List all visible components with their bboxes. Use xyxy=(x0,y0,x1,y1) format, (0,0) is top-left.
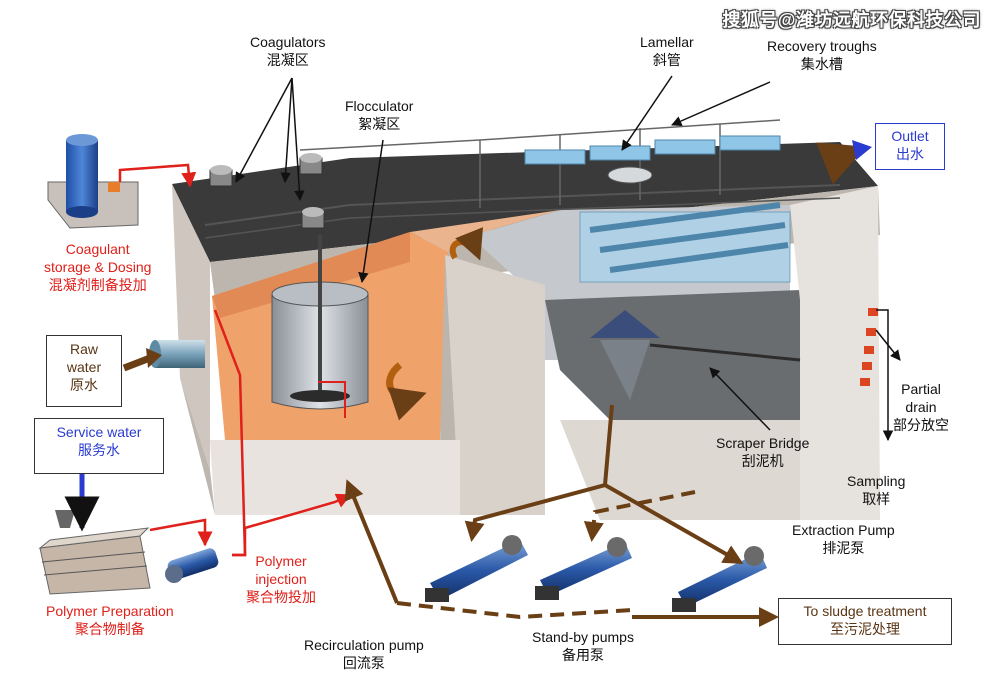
polymer-feed-line xyxy=(149,518,213,547)
label-en: Coagulators xyxy=(250,34,326,50)
leader-line xyxy=(291,77,305,202)
label-cn: 混凝剂制备投加 xyxy=(48,277,147,293)
label-en: Flocculator xyxy=(345,98,414,114)
partial-drain-label: Partial drain 部分放空 xyxy=(893,380,949,434)
label-cn: 混凝区 xyxy=(266,52,309,68)
standby-pumps-label: Stand-by pumps 备用泵 xyxy=(532,628,634,664)
label-cn: 聚合物投加 xyxy=(246,589,316,605)
label-cn: 取样 xyxy=(862,491,891,507)
coagulator-mixers xyxy=(209,153,325,229)
drain-leader-line xyxy=(876,309,894,442)
label-en: Coagulant xyxy=(65,241,130,257)
sampling-label: Sampling 取样 xyxy=(847,472,905,508)
label-en: Recovery troughs xyxy=(767,38,877,54)
scraper-bridge xyxy=(590,310,801,400)
watermark: 搜狐号@潍坊远航环保科技公司 xyxy=(722,10,981,30)
label-en: Extraction Pump xyxy=(792,522,895,538)
label-cn: 斜管 xyxy=(652,52,681,68)
label-cn: 排泥泵 xyxy=(822,540,865,556)
label-en: Recirculation pump xyxy=(304,637,424,653)
outlet-box: Outlet 出水 xyxy=(875,123,945,170)
outlet-arrow-head xyxy=(852,140,872,160)
leader-line xyxy=(671,81,771,127)
raw-water-arrow xyxy=(122,354,152,372)
polymer-preparation-label: Polymer Preparation 聚合物制备 xyxy=(46,602,174,638)
label-en: water xyxy=(66,359,102,375)
label-en: storage & Dosing xyxy=(44,259,152,275)
label-cn: 回流泵 xyxy=(342,655,385,671)
recovery-troughs-label: Recovery troughs 集水槽 xyxy=(767,37,877,73)
pump-discharge-line xyxy=(396,601,633,620)
label-cn: 出水 xyxy=(896,146,924,162)
polymer-prep-unit xyxy=(38,510,151,595)
raw-water-arrow-head xyxy=(146,348,162,368)
scraper-bridge-label: Scraper Bridge 刮泥机 xyxy=(716,434,809,470)
label-cn: 刮泥机 xyxy=(741,453,784,469)
label-en: Service water xyxy=(56,424,142,440)
flocculator-label: Flocculator 絮凝区 xyxy=(345,97,413,133)
recirculation-pump xyxy=(425,535,528,602)
label-en: drain xyxy=(905,399,937,415)
recirculation-return-line xyxy=(344,479,399,604)
leader-line xyxy=(621,75,673,151)
label-en: Lamellar xyxy=(640,34,694,50)
extraction-pump-label: Extraction Pump 排泥泵 xyxy=(792,521,895,557)
recirculation-flow-line xyxy=(318,381,346,418)
rotation-arrow-icon xyxy=(449,227,483,261)
label-en: Outlet xyxy=(891,128,929,144)
sludge-line-standby xyxy=(583,490,696,542)
drain-leader-line xyxy=(875,329,901,361)
label-cn: 服务水 xyxy=(78,442,120,458)
coagulant-tank xyxy=(47,134,139,229)
polymer-injection-label: Polymer injection 聚合物投加 xyxy=(246,552,316,606)
label-cn: 原水 xyxy=(70,377,98,393)
leader-line xyxy=(709,367,771,431)
leader-line xyxy=(358,139,384,284)
label-en: injection xyxy=(255,571,307,587)
label-cn: 备用泵 xyxy=(561,647,604,663)
label-en: Polymer Preparation xyxy=(46,603,174,619)
label-cn: 至污泥处理 xyxy=(830,621,900,637)
label-cn: 部分放空 xyxy=(893,417,949,433)
flocculator xyxy=(271,235,369,410)
recirculation-pump-label: Recirculation pump 回流泵 xyxy=(304,636,424,672)
label-cn: 集水槽 xyxy=(800,56,843,72)
label-en: To sludge treatment xyxy=(803,603,927,619)
lamellar-modules xyxy=(524,135,791,283)
coagulant-line xyxy=(118,163,197,188)
label-en: Scraper Bridge xyxy=(716,435,810,451)
standby-pump xyxy=(535,537,632,600)
leader-line xyxy=(235,77,293,183)
sludge-line-extraction xyxy=(604,483,744,564)
sludge-treatment-box: To sludge treatment 至污泥处理 xyxy=(778,598,952,645)
extraction-pump xyxy=(672,546,767,612)
label-en: Sampling xyxy=(847,473,906,489)
lamellar-label: Lamellar 斜管 xyxy=(640,33,694,69)
polymer-riser-line xyxy=(213,309,247,557)
label-en: Raw xyxy=(69,341,98,357)
label-cn: 聚合物制备 xyxy=(74,621,145,637)
label-cn: 絮凝区 xyxy=(358,116,401,132)
drain-valves xyxy=(860,308,878,386)
label-en: Partial xyxy=(901,381,941,397)
coagulators-label: Coagulators 混凝区 xyxy=(250,33,326,69)
outlet-arrow xyxy=(816,142,867,185)
leader-line xyxy=(280,77,293,184)
service-water-box: Service water 服务水 xyxy=(34,418,164,474)
coagulant-label: Coagulant storage & Dosing 混凝剂制备投加 xyxy=(44,240,151,294)
label-en: Stand-by pumps xyxy=(532,629,634,645)
sludge-line-main xyxy=(464,404,614,542)
rotation-arrow-icon xyxy=(386,362,427,421)
raw-water-box: Raw water 原水 xyxy=(46,335,122,407)
raw-water-pipe xyxy=(149,340,205,368)
label-en: Polymer xyxy=(255,553,307,569)
polymer-dosing-pump xyxy=(165,548,219,583)
